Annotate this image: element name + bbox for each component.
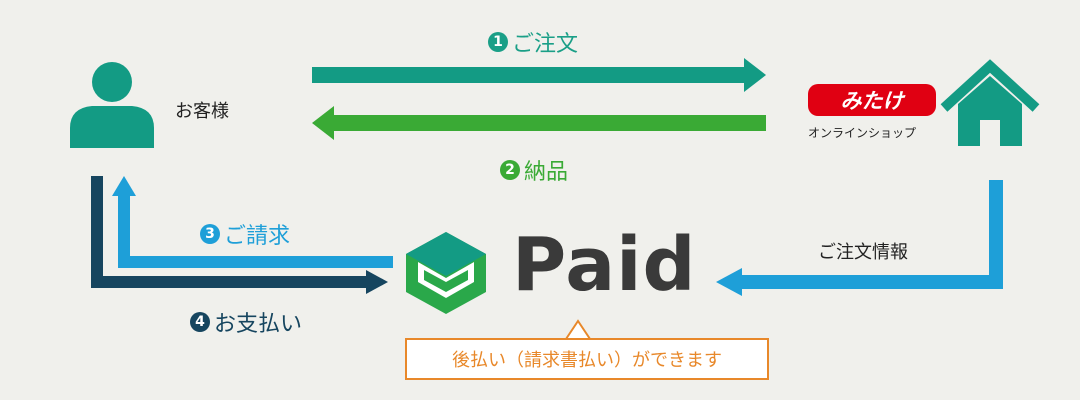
step-order: 1 ご注文 <box>488 26 578 58</box>
shop-logo: みたけ <box>808 84 936 116</box>
callout-text: 後払い（請求書払い）ができます <box>452 350 722 371</box>
payment-arrow <box>91 176 388 294</box>
step-number-1: 1 <box>488 32 508 52</box>
step-number-4: 4 <box>190 312 210 332</box>
step-label-delivery: 納品 <box>524 160 569 185</box>
shop-logo-text: みたけ <box>840 89 904 113</box>
order-info-arrow <box>716 180 1003 296</box>
step-number-2: 2 <box>500 160 520 180</box>
order-arrow <box>312 58 766 92</box>
step-invoice: 3 ご請求 <box>200 218 290 250</box>
customer-label: お客様 <box>175 101 229 122</box>
person-icon <box>70 62 154 148</box>
step-label-invoice: ご請求 <box>224 224 291 249</box>
callout-box: 後払い（請求書払い）ができます <box>405 338 769 380</box>
invoice-arrow <box>112 176 393 268</box>
order-info-label: ご注文情報 <box>818 242 908 263</box>
paid-wordmark: Paid <box>512 222 697 308</box>
paid-logo-icon <box>406 232 486 314</box>
step-delivery: 2 納品 <box>500 154 568 186</box>
step-payment: 4 お支払い <box>190 306 302 338</box>
shop-subtitle: オンラインショップ <box>808 126 917 140</box>
step-label-order: ご注文 <box>512 32 579 57</box>
step-label-payment: お支払い <box>214 312 303 337</box>
delivery-arrow <box>312 106 766 140</box>
callout-pointer <box>564 319 592 340</box>
step-number-3: 3 <box>200 224 220 244</box>
house-icon <box>940 59 1040 146</box>
